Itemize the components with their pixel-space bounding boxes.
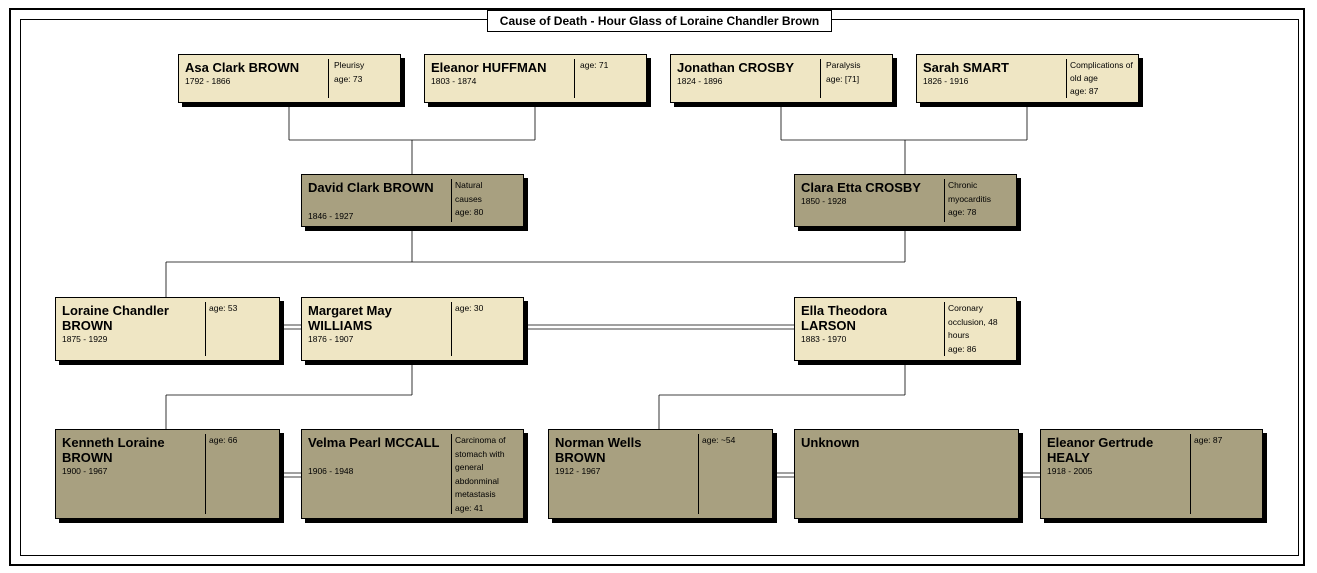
card-divider [698,434,699,514]
person-details: Complications of old age age: 87 [1070,59,1134,98]
card-divider [451,434,452,514]
person-name: David Clark BROWN [308,180,434,195]
person-card-clara-etta-crosby[interactable]: Clara Etta CROSBY 1850 - 1928 Chronic my… [794,174,1017,227]
card-divider [1190,434,1191,514]
age-at-death: age: 71 [580,60,609,70]
cause-of-death: Complications of old age [1070,60,1133,83]
person-card-unknown[interactable]: Unknown [794,429,1019,519]
age-at-death: age: 78 [948,207,977,217]
age-at-death: age: 80 [455,207,484,217]
person-name: Clara Etta CROSBY [801,180,921,195]
person-details: age: ~54 [702,434,766,448]
person-name: Jonathan CROSBY [677,60,795,75]
age-at-death: age: 41 [455,502,484,513]
person-dates: 1875 - 1929 [62,334,108,344]
cause-of-death: Pleurisy [334,60,365,70]
person-card-sarah-smart[interactable]: Sarah SMART 1826 - 1916 Complications of… [916,54,1139,103]
person-card-ella-theodora-larson[interactable]: Ella Theodora LARSON 1883 - 1970 Coronar… [794,297,1017,361]
person-details: Carcinoma of stomach with general abdonm… [455,434,509,515]
cause-of-death: Carcinoma of stomach with general abdonm… [455,435,506,499]
person-details: age: 30 [455,302,519,316]
person-name: Asa Clark BROWN [185,60,300,75]
person-card-velma-pearl-mccall[interactable]: Velma Pearl MCCALL 1906 - 1948 Carcinoma… [301,429,524,519]
card-divider [944,302,945,356]
card-divider [451,179,452,222]
card-divider [1066,59,1067,98]
card-divider [944,179,945,222]
person-dates: 1900 - 1967 [62,466,108,476]
person-dates: 1826 - 1916 [923,76,969,86]
cause-of-death: Natural causes [455,180,483,204]
person-card-eleanor-gertrude-healy[interactable]: Eleanor Gertrude HEALY 1918 - 2005 age: … [1040,429,1263,519]
age-at-death: age: 73 [334,73,363,84]
age-at-death: age: ~54 [702,435,736,445]
cause-of-death: Chronic myocarditis [948,180,991,204]
card-divider [574,59,575,98]
person-dates: 1906 - 1948 [308,466,354,476]
person-details: age: 87 [1194,434,1258,448]
person-name: Loraine Chandler BROWN [62,303,169,333]
age-at-death: age: [71] [826,73,860,84]
age-at-death: age: 30 [455,303,484,313]
person-dates: 1883 - 1970 [801,334,847,344]
person-details: age: 66 [209,434,273,448]
card-divider [328,59,329,98]
person-name: Margaret May WILLIAMS [308,303,392,333]
person-card-loraine-chandler-brown[interactable]: Loraine Chandler BROWN 1875 - 1929 age: … [55,297,280,361]
person-details: age: 71 [580,59,644,73]
card-divider [451,302,452,356]
age-at-death: age: 86 [948,343,977,354]
person-name: Norman Wells BROWN [555,435,642,465]
person-dates: 1792 - 1866 [185,76,231,86]
age-at-death: age: 87 [1194,435,1223,445]
person-dates: 1876 - 1907 [308,334,354,344]
person-name: Eleanor HUFFMAN [431,60,547,75]
age-at-death: age: 87 [1070,86,1099,96]
person-details: Pleurisy age: 73 [334,59,398,86]
chart-title: Cause of Death - Hour Glass of Loraine C… [487,10,832,32]
person-card-eleanor-huffman[interactable]: Eleanor HUFFMAN 1803 - 1874 age: 71 [424,54,647,103]
person-dates: 1850 - 1928 [801,196,847,206]
person-details: age: 53 [209,302,273,316]
person-name: Ella Theodora LARSON [801,303,887,333]
age-at-death: age: 53 [209,303,238,313]
person-details: Natural causes age: 80 [455,179,505,220]
person-dates: 1846 - 1927 [308,211,354,221]
person-name: Velma Pearl MCCALL [308,435,440,450]
person-card-asa-clark-brown[interactable]: Asa Clark BROWN 1792 - 1866 Pleurisy age… [178,54,401,103]
person-dates: 1912 - 1967 [555,466,601,476]
outer-frame [9,8,1305,566]
person-dates: 1803 - 1874 [431,76,477,86]
card-divider [205,302,206,356]
person-card-david-clark-brown[interactable]: David Clark BROWN 1846 - 1927 Natural ca… [301,174,524,227]
person-details: Chronic myocarditis age: 78 [948,179,1010,220]
person-dates: 1824 - 1896 [677,76,723,86]
person-name: Sarah SMART [923,60,1009,75]
person-dates: 1918 - 2005 [1047,466,1093,476]
person-card-jonathan-crosby[interactable]: Jonathan CROSBY 1824 - 1896 Paralysis ag… [670,54,893,103]
person-details: Paralysis age: [71] [826,59,890,86]
card-divider [820,59,821,98]
person-name: Kenneth Loraine BROWN [62,435,165,465]
cause-of-death: Paralysis [826,60,861,70]
person-card-kenneth-loraine-brown[interactable]: Kenneth Loraine BROWN 1900 - 1967 age: 6… [55,429,280,519]
cause-of-death: Coronary occlusion, 48 hours [948,303,998,340]
person-card-margaret-may-williams[interactable]: Margaret May WILLIAMS 1876 - 1907 age: 3… [301,297,524,361]
person-details: Coronary occlusion, 48 hours age: 86 [948,302,1000,356]
person-name: Unknown [801,435,860,450]
card-divider [205,434,206,514]
person-card-norman-wells-brown[interactable]: Norman Wells BROWN 1912 - 1967 age: ~54 [548,429,773,519]
person-name: Eleanor Gertrude HEALY [1047,435,1154,465]
age-at-death: age: 66 [209,435,238,445]
